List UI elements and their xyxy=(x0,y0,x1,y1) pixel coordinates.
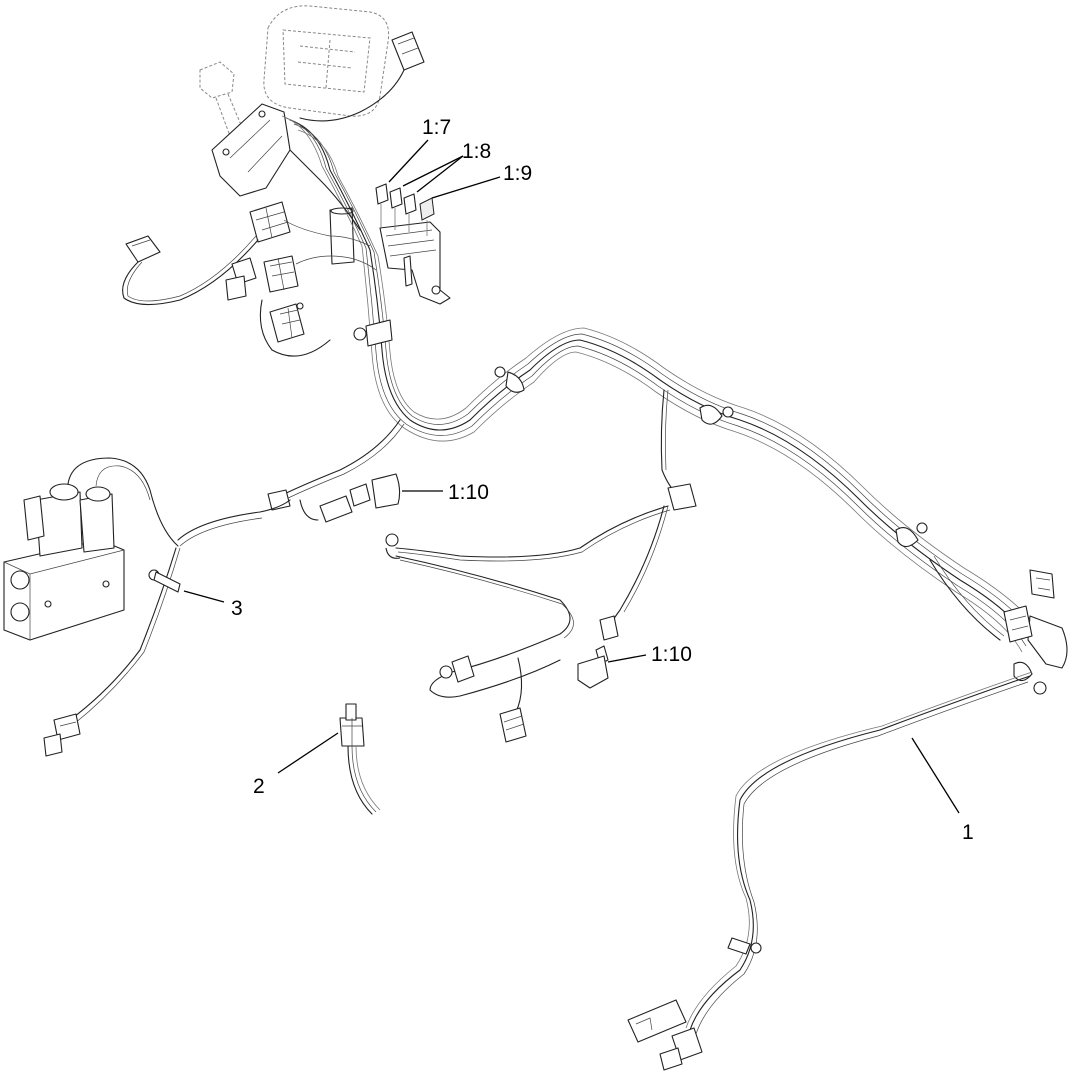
relay xyxy=(329,207,355,265)
p-clip-part-3 xyxy=(148,569,181,593)
callout-1-8: 1:8 xyxy=(462,140,492,163)
callout-3: 3 xyxy=(231,597,243,620)
connector-cluster xyxy=(225,255,331,357)
harness-middle-branch xyxy=(385,389,697,743)
callout-1: 1 xyxy=(962,821,974,844)
instrument-display-ghost xyxy=(263,5,390,117)
harness-lower-tail xyxy=(627,671,1033,1071)
fuse-block xyxy=(379,221,451,305)
harness-clips xyxy=(353,319,1047,695)
callout-2: 2 xyxy=(253,775,265,798)
valve-harness xyxy=(43,499,291,757)
callout-1-9: 1:9 xyxy=(503,162,533,185)
leader-lines xyxy=(183,139,960,814)
callout-1-7: 1:7 xyxy=(422,116,452,139)
solenoid-valve xyxy=(3,457,179,641)
display-connector xyxy=(299,31,425,122)
right-connectors xyxy=(929,555,1068,669)
callout-1-10-upper: 1:10 xyxy=(448,481,489,504)
callout-1-10-lower: 1:10 xyxy=(651,643,692,666)
left-connector xyxy=(122,235,259,306)
switch-connector-block xyxy=(249,201,291,243)
jumper-connector-part-2 xyxy=(339,703,381,815)
upper-1-10-connector xyxy=(267,419,405,523)
ignition-switch-ghost xyxy=(199,61,291,197)
fuses xyxy=(375,183,435,236)
main-harness-trunk xyxy=(281,115,1039,653)
